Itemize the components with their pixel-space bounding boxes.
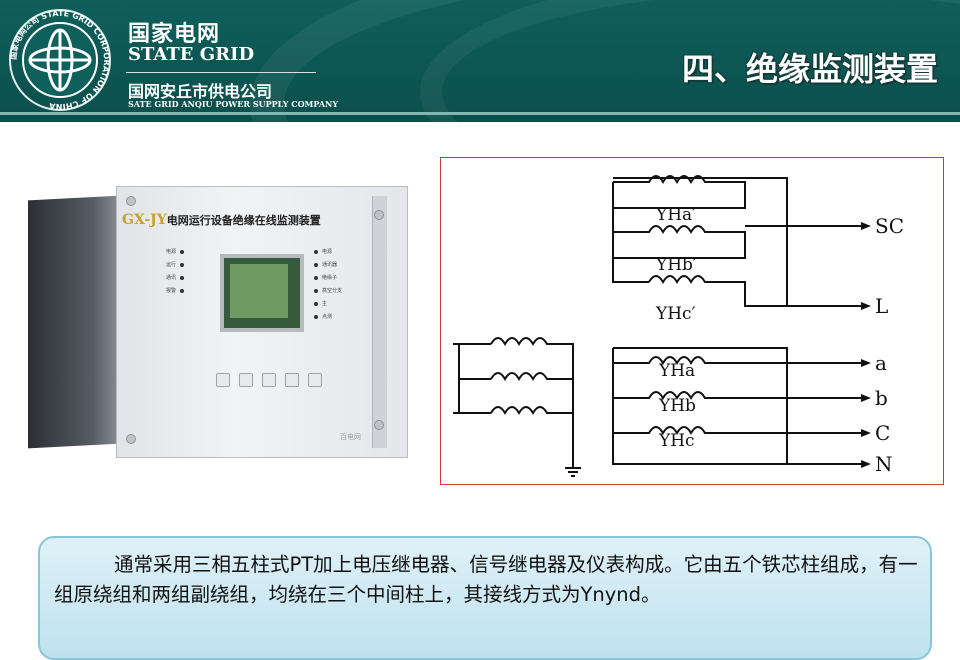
led-icon <box>314 275 318 280</box>
screw-icon <box>126 434 136 444</box>
coil-label-yhc-prime: YHc′ <box>655 304 696 324</box>
brand-name-cn: 国家电网 <box>128 22 221 47</box>
coil-label-yhb: YHb <box>658 396 696 416</box>
indicator-label: 电源 <box>166 249 177 255</box>
description-box: 通常采用三相五柱式PT加上电压继电器、信号继电器及仪表构成。它由五个铁芯柱组成，… <box>38 536 932 660</box>
description-text: 通常采用三相五柱式PT加上电压继电器、信号继电器及仪表构成。它由五个铁芯柱组成，… <box>54 553 918 606</box>
terminal-label-a: a <box>875 351 887 375</box>
device-lcd-screen <box>220 254 304 332</box>
wiring-diagram: YHa′ YHb′ YHc′ YHa YHb YHc SC L a b C N <box>440 157 944 485</box>
screw-icon <box>374 420 384 430</box>
device-nameplate: GX-JY电网运行设备绝缘在线监测装置 <box>122 212 321 228</box>
led-icon <box>314 249 318 254</box>
right-indicator-list: 电源 通讯器 绝缘子 高空分支 主 点测 <box>314 246 342 324</box>
screw-icon <box>126 196 136 206</box>
terminal-label-n: N <box>875 452 893 476</box>
coil-label-yha: YHa <box>658 361 695 381</box>
device-name: 电网运行设备绝缘在线监测装置 <box>166 214 321 227</box>
terminal-label-sc: SC <box>875 214 904 238</box>
coil-label-yha-prime: YHa′ <box>655 205 696 225</box>
led-icon <box>180 288 185 293</box>
keypad-button <box>262 373 276 387</box>
wiring-diagram-svg: YHa′ YHb′ YHc′ YHa YHb YHc SC L a b C N <box>453 175 904 477</box>
terminal-label-l: L <box>875 294 888 318</box>
keypad-button <box>239 373 253 387</box>
device-side-panel <box>28 195 120 449</box>
led-icon <box>314 314 318 319</box>
keypad-button <box>308 373 322 387</box>
led-icon <box>314 301 318 306</box>
indicator-label: 绝缘子 <box>322 275 338 281</box>
led-icon <box>180 275 185 280</box>
page-title: 四、绝缘监测装置 <box>681 50 938 88</box>
led-icon <box>314 288 318 293</box>
left-indicator-list: 电源 运行 通讯 报警 <box>166 246 185 298</box>
header-divider <box>0 112 960 115</box>
indicator-label: 报警 <box>166 288 177 294</box>
terminal-label-c: C <box>875 421 890 445</box>
state-grid-logo: 国家电网公司 STATE GRID CORPORATION OF CHINA <box>8 9 111 111</box>
company-name-en: SATE GRID ANQIU POWER SUPPLY COMPANY <box>128 99 339 109</box>
indicator-label: 通讯器 <box>322 262 338 268</box>
brand-divider <box>126 72 316 73</box>
device-rack-rail <box>372 196 387 448</box>
indicator-label: 运行 <box>166 262 177 268</box>
device-model: GX-JY <box>122 212 167 228</box>
company-name-cn: 国网安丘市供电公司 <box>128 82 273 101</box>
coil-label-yhc: YHc <box>658 431 695 451</box>
indicator-label: 通讯 <box>166 275 177 281</box>
terminal-label-b: b <box>875 386 888 410</box>
led-icon <box>180 249 185 254</box>
coil-label-yhb-prime: YHb′ <box>655 255 697 275</box>
led-icon <box>314 262 318 267</box>
indicator-label: 电源 <box>322 249 333 255</box>
brand-name-en: STATE GRID <box>128 44 255 65</box>
keypad-button <box>216 373 230 387</box>
led-icon <box>180 262 185 267</box>
photo-watermark: 百电网 <box>340 433 361 441</box>
monitoring-device-photo: GX-JY电网运行设备绝缘在线监测装置 电源 运行 通讯 报警 电源 通讯器 绝… <box>28 186 408 464</box>
keypad-button <box>285 373 299 387</box>
indicator-label: 高空分支 <box>322 288 343 294</box>
header-banner: 国家电网公司 STATE GRID CORPORATION OF CHINA 国… <box>0 0 960 122</box>
screw-icon <box>374 210 384 220</box>
device-keypad <box>216 372 331 391</box>
lcd-display <box>230 264 288 318</box>
indicator-label: 主 <box>322 301 328 307</box>
indicator-label: 点测 <box>322 314 333 320</box>
